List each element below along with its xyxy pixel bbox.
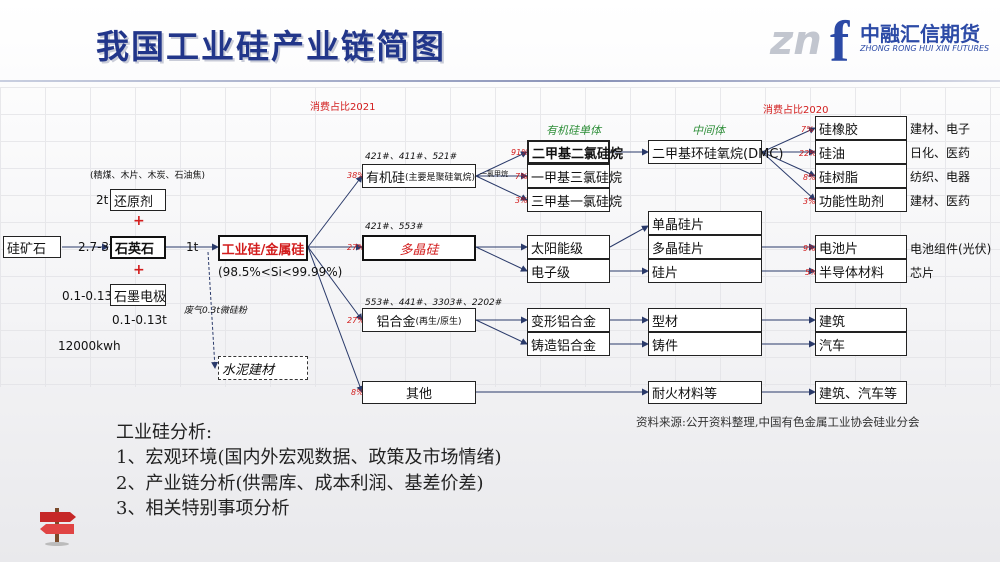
product-box-4: 功能性助剂 [815, 188, 907, 212]
organic-monomer-header: 有机硅单体 [546, 124, 601, 137]
industrial-silicon-box: 工业硅/金属硅 [218, 235, 308, 261]
organic-silicon-note: (主要是聚硅氧烷) [405, 172, 476, 183]
signpost-icon [40, 508, 76, 546]
aluminum-alloy-box: 铝合金 (再生/原生) [362, 308, 476, 332]
reductant-note: (精煤、木片、木炭、石油焦) [90, 171, 206, 181]
construction-box: 建筑 [815, 308, 907, 332]
electrode-qty: 0.1-0.13t [62, 289, 117, 303]
product-use-1: 建材、电子 [910, 122, 971, 136]
source-note: 资料来源:公开资料整理,中国有色金属工业协会硅业分会 [636, 415, 920, 429]
logo-chinese-name: 中融汇信期货 [860, 22, 980, 46]
poly-pct: 27% [347, 243, 365, 252]
product-box-1: 硅橡胶 [815, 116, 907, 140]
solar-grade-box: 太阳能级 [527, 235, 610, 259]
monomer-box-2: 一甲基三氯硅烷 [527, 164, 622, 188]
product-use-2: 日化、医药 [910, 146, 971, 160]
consumption-2021-header: 消费占比2021 [310, 102, 376, 113]
waste-gas-note: 废气0.3t微硅粉 [184, 306, 247, 316]
analysis-heading: 工业硅分析: [116, 422, 213, 443]
dmc-box: 二甲基环硅氧烷(DMC) [648, 140, 783, 164]
analysis-item-1: 1、宏观环境(国内外宏观数据、政策及市场情绪) [116, 447, 502, 468]
monomer-box-3: 三甲基一氯硅烷 [527, 188, 622, 212]
methyl-chloride-label: 一氯甲烷 [480, 170, 508, 178]
multi-wafer-box: 多晶硅片 [648, 235, 762, 259]
plus-sign-2: + [133, 262, 145, 278]
mono-wafer-box: 单晶硅片 [648, 211, 762, 235]
product-pct-1: 7% [801, 125, 814, 134]
poly-grades: 421#、553# [365, 222, 424, 232]
alloy-label: 铝合金 [376, 314, 416, 330]
refractory-box: 耐火材料等 [648, 381, 762, 404]
product-box-3: 硅树脂 [815, 164, 907, 188]
ore-ratio-label: 2.7-3t [78, 240, 114, 254]
cell-use: 电池组件(光伏) [910, 242, 992, 256]
product-pct-3: 8% [803, 173, 816, 182]
product-use-4: 建材、医药 [910, 194, 971, 208]
alloy-pct: 27% [347, 316, 365, 325]
alloy-grades: 553#、441#、3303#、2202# [365, 298, 503, 308]
analysis-item-2: 2、产业链分析(供需库、成本利润、基差价差) [116, 473, 484, 494]
logo-mark: zn [770, 18, 822, 64]
cell-pct: 9% [803, 244, 816, 253]
quartz-qty: 1t [186, 240, 199, 254]
alloy-note: (再生/原生) [415, 316, 462, 327]
product-box-2: 硅油 [815, 140, 907, 164]
other-pct: 8% [351, 388, 364, 397]
other-box: 其他 [362, 381, 476, 404]
polysilicon-box: 多晶硅 [362, 235, 476, 261]
power-consumption: 12000kwh [58, 339, 121, 353]
reductant-box: 还原剂 [110, 189, 166, 211]
title-divider [0, 80, 1000, 82]
intermediate-header: 中间体 [692, 124, 725, 137]
cell-box: 电池片 [815, 235, 907, 259]
semi-use: 芯片 [910, 266, 935, 280]
company-logo: zn f 中融汇信期货 ZHONG RONG HUI XIN FUTURES [770, 9, 996, 74]
purity-label: (98.5%<Si<99.99%) [218, 265, 343, 279]
cement-box: 水泥建材 [218, 356, 308, 380]
product-pct-2: 22% [799, 149, 817, 158]
analysis-item-3: 3、相关特别事项分析 [116, 498, 290, 519]
electronic-grade-box: 电子级 [527, 259, 610, 283]
quartz-box: 石英石 [110, 236, 166, 259]
organic-pct: 38% [347, 171, 365, 180]
casting-box: 铸件 [648, 332, 762, 356]
profile-box: 型材 [648, 308, 762, 332]
semi-pct: 5% [805, 268, 818, 277]
organic-silicon-box: 有机硅 (主要是聚硅氧烷) [362, 164, 476, 188]
monomer-pct-2: 7% [515, 172, 528, 181]
other-use-box: 建筑、汽车等 [815, 381, 907, 404]
logo-f-icon: f [830, 9, 850, 74]
product-use-3: 纺织、电器 [910, 170, 971, 184]
wrought-alloy-box: 变形铝合金 [527, 308, 610, 332]
graphite-electrode-box: 石墨电极 [110, 284, 166, 306]
reductant-qty: 2t [96, 193, 109, 207]
electrode-qty-2: 0.1-0.13t [112, 313, 167, 327]
organic-grades: 421#、411#、521# [365, 152, 458, 162]
monomer-pct-3: 3% [515, 196, 528, 205]
page-title: 我国工业硅产业链简图 [96, 27, 446, 66]
monomer-pct-1: 91% [511, 148, 529, 157]
organic-silicon-label: 有机硅 [366, 170, 406, 186]
plus-sign-1: + [133, 213, 145, 229]
logo-english-name: ZHONG RONG HUI XIN FUTURES [860, 44, 990, 53]
cast-alloy-box: 铸造铝合金 [527, 332, 610, 356]
auto-box: 汽车 [815, 332, 907, 356]
wafer-box: 硅片 [648, 259, 762, 283]
product-pct-4: 3% [803, 197, 816, 206]
consumption-2020-header: 消费占比2020 [763, 105, 829, 116]
silica-ore-box: 硅矿石 [3, 236, 61, 258]
semiconductor-box: 半导体材料 [815, 259, 907, 283]
monomer-box-1: 二甲基二氯硅烷 [527, 140, 623, 164]
